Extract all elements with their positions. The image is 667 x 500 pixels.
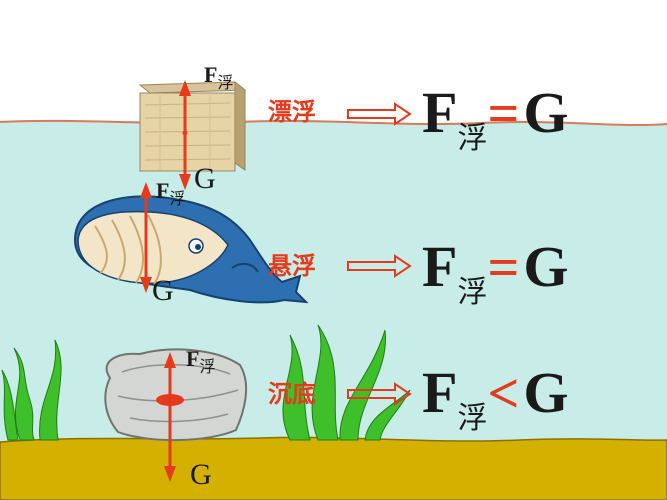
- formula-sinking-g: G: [523, 360, 569, 425]
- whale-buoyancy-label: F浮: [156, 178, 185, 207]
- rock-force-symbol: F: [186, 346, 200, 371]
- block-force-symbol: F: [204, 62, 218, 87]
- sand-floor: [0, 436, 667, 500]
- block-buoyancy-label: F浮: [204, 62, 233, 91]
- state-label-sinking: 沉底: [268, 380, 316, 408]
- formula-floating-g: G: [523, 80, 569, 145]
- state-label-suspended: 悬浮: [268, 252, 316, 280]
- whale-force-symbol: F: [156, 178, 170, 203]
- formula-floating-sub: 浮: [457, 121, 488, 156]
- whale-force-subscript: 浮: [169, 189, 186, 208]
- formula-floating-f: F: [422, 80, 458, 145]
- formula-floating: F浮= G: [422, 83, 568, 154]
- rock-gravity-label: G: [190, 458, 212, 491]
- rock: [104, 348, 248, 441]
- whale: [73, 195, 309, 304]
- wooden-block: [138, 80, 247, 172]
- block-force-subscript: 浮: [217, 73, 234, 92]
- pointer-arrows: [347, 102, 412, 406]
- water-surface-line: [0, 119, 667, 127]
- rock-force-subscript: 浮: [199, 357, 216, 376]
- formula-suspended-f: F: [422, 234, 458, 299]
- whale-gravity-label: G: [152, 274, 174, 307]
- formula-suspended-operator: =: [487, 237, 520, 299]
- formula-suspended: F浮= G: [422, 237, 568, 308]
- seaweed: [1, 324, 411, 441]
- force-arrows: [140, 80, 191, 482]
- formula-floating-operator: =: [487, 83, 520, 145]
- rock-buoyancy-label: F浮: [186, 346, 215, 375]
- formula-suspended-sub: 浮: [457, 275, 488, 310]
- state-label-floating: 漂浮: [268, 98, 316, 126]
- formula-sinking-f: F: [422, 360, 458, 425]
- formula-suspended-g: G: [523, 234, 569, 299]
- formula-sinking-sub: 浮: [457, 401, 488, 436]
- formula-sinking: F浮< G: [422, 363, 568, 434]
- block-gravity-label: G: [194, 162, 216, 195]
- formula-sinking-operator: <: [487, 363, 520, 425]
